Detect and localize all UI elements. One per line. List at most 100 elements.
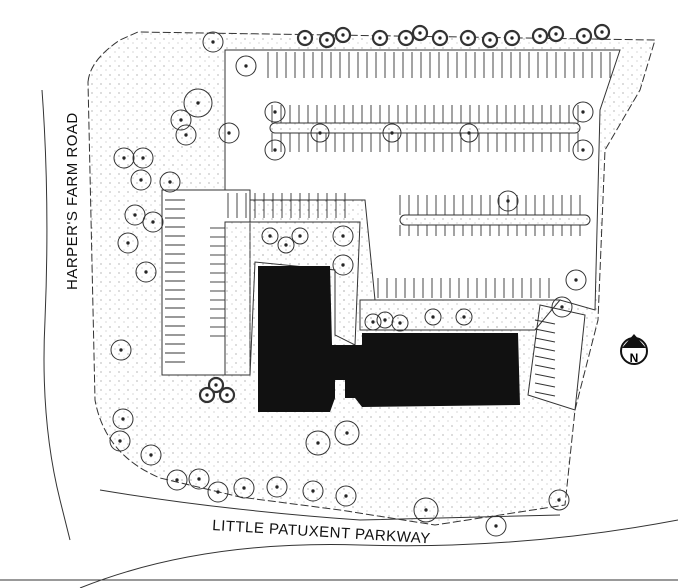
road-label-west: HARPER'S FARM ROAD [64, 112, 81, 290]
tree-trunk-dot [151, 220, 155, 224]
tree-trunk-dot [227, 131, 231, 135]
tree-trunk-dot [273, 148, 277, 152]
tree-trunk-dot [466, 36, 470, 40]
tree-trunk-dot [179, 118, 183, 122]
tree-trunk-dot [298, 234, 302, 238]
tree-trunk-dot [554, 32, 558, 36]
parking-stall-line [534, 346, 556, 352]
tree-icon [551, 296, 573, 318]
tree-trunk-dot [581, 148, 585, 152]
parking-island [399, 214, 591, 226]
tree-trunk-dot [431, 315, 435, 319]
tree-trunk-dot [311, 489, 315, 493]
tree-trunk-dot [390, 131, 394, 135]
road-west-curb [41, 89, 71, 541]
tree-trunk-dot [175, 478, 179, 482]
tree-icon [277, 236, 295, 254]
tree-trunk-dot [268, 234, 272, 238]
tree-icon [382, 123, 402, 143]
tree-trunk-dot [344, 494, 348, 498]
tree-trunk-dot [133, 213, 137, 217]
building-lawn [224, 221, 361, 376]
tree-icon [391, 314, 409, 332]
parking-stall-line [534, 328, 556, 334]
tree-icon [459, 123, 479, 143]
tree-trunk-dot [139, 178, 143, 182]
tree-trunk-dot [216, 490, 220, 494]
tree-trunk-dot [168, 180, 172, 184]
tree-icon [261, 227, 279, 245]
tree-icon [485, 515, 507, 537]
tree-icon [266, 476, 288, 498]
tree-icon [413, 497, 439, 523]
tree-icon [335, 485, 357, 507]
tree-trunk-dot [225, 393, 229, 397]
tree-trunk-dot [557, 498, 561, 502]
tree-icon [235, 55, 257, 77]
parking-stall-line [534, 391, 556, 397]
tree-trunk-dot [184, 133, 188, 137]
tree-trunk-dot [316, 441, 320, 445]
tree-trunk-dot [582, 34, 586, 38]
tree-icon [233, 477, 255, 499]
tree-icon [218, 122, 240, 144]
tree-trunk-dot [214, 383, 218, 387]
tree-icon [332, 254, 354, 276]
tree-trunk-dot [398, 321, 402, 325]
tree-icon [334, 420, 360, 446]
tree-trunk-dot [273, 110, 277, 114]
north-arrow-label: N [630, 351, 639, 365]
tree-trunk-dot [211, 40, 215, 44]
tree-trunk-dot [275, 485, 279, 489]
tree-icon [142, 211, 164, 233]
tree-trunk-dot [119, 348, 123, 352]
tree-trunk-dot [462, 315, 466, 319]
tree-trunk-dot [574, 278, 578, 282]
north-arrow-icon: N [620, 334, 648, 365]
tree-trunk-dot [122, 156, 126, 160]
tree-trunk-dot [149, 453, 153, 457]
tree-icon [124, 204, 146, 226]
tree-icon [264, 101, 286, 123]
tree-icon [310, 123, 330, 143]
tree-trunk-dot [242, 486, 246, 490]
tree-icon [455, 308, 473, 326]
tree-icon [572, 139, 594, 161]
parking-stall-line [534, 364, 556, 370]
tree-icon [424, 308, 442, 326]
tree-icon [170, 109, 192, 131]
tree-trunk-dot [118, 439, 122, 443]
tree-icon [135, 261, 157, 283]
tree-icon [140, 444, 162, 466]
tree-trunk-dot [424, 508, 428, 512]
tree-trunk-dot [488, 38, 492, 42]
tree-trunk-dot [196, 101, 200, 105]
tree-icon [132, 147, 154, 169]
tree-trunk-dot [581, 110, 585, 114]
tree-trunk-dot [341, 234, 345, 238]
tree-trunk-dot [404, 36, 408, 40]
tree-icon [302, 480, 324, 502]
tree-trunk-dot [371, 320, 375, 324]
road-south-curb [79, 519, 678, 588]
tree-icon [497, 190, 519, 212]
tree-trunk-dot [494, 524, 498, 528]
tree-icon [113, 147, 135, 169]
tree-trunk-dot [318, 131, 322, 135]
parking-lot-southeast [527, 304, 586, 411]
tree-icon [112, 408, 134, 430]
tree-icon [110, 339, 132, 361]
parking-stall-line [534, 373, 556, 379]
tree-icon [159, 171, 181, 193]
tree-trunk-dot [378, 36, 382, 40]
building-lawn-east [359, 299, 562, 331]
tree-trunk-dot [126, 241, 130, 245]
tree-icon [548, 489, 570, 511]
tree-trunk-dot [418, 31, 422, 35]
tree-trunk-dot [341, 263, 345, 267]
tree-trunk-dot [506, 199, 510, 203]
road-south-curb-2 [99, 489, 561, 521]
tree-trunk-dot [538, 34, 542, 38]
